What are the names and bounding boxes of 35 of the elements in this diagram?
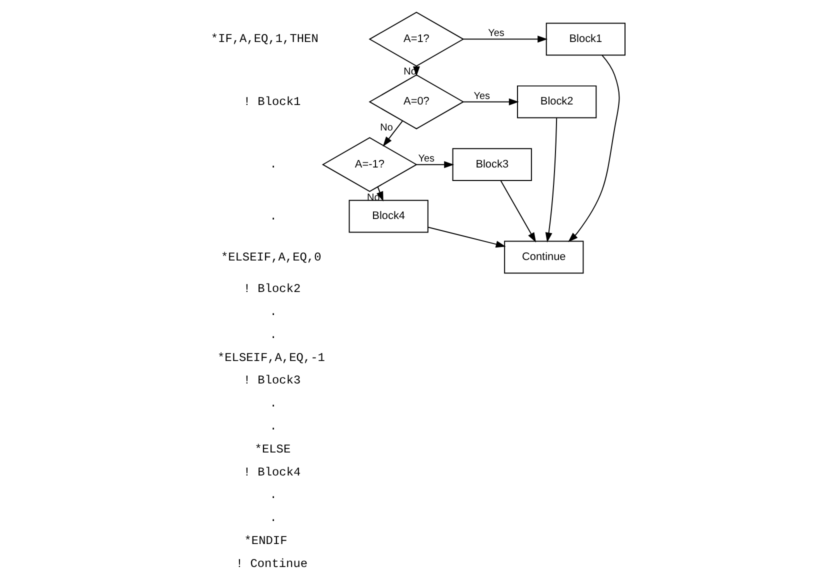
arrow: [568, 54, 620, 242]
label: .: [270, 396, 277, 411]
node-box: Block4: [348, 200, 428, 233]
node-box: Block3: [452, 148, 532, 181]
edge-label: Yes: [488, 28, 504, 40]
arrow: [428, 226, 506, 248]
label: ! Block1: [243, 94, 301, 109]
label: .: [270, 209, 277, 224]
label: ! Block2: [243, 282, 301, 296]
label: .: [270, 304, 277, 319]
label: ! Continue: [236, 556, 308, 571]
arrow: [376, 186, 384, 202]
label: ! Block4: [243, 465, 301, 480]
label: ! Block3: [243, 374, 301, 388]
label: .: [270, 328, 277, 342]
label: .: [270, 158, 277, 172]
arrow: [462, 36, 548, 43]
node-box: Block1: [546, 22, 626, 56]
arrow: [416, 161, 454, 168]
node-box: Block2: [517, 85, 597, 118]
edge-label: Yes: [418, 154, 434, 165]
arrow: [500, 180, 536, 242]
arrow: [462, 98, 519, 106]
label: *ENDIF: [244, 534, 288, 548]
label: *IF,A,EQ,1,THEN: [210, 32, 318, 46]
arrow: [545, 118, 558, 243]
label: .: [270, 419, 277, 434]
label: *ELSE: [254, 442, 291, 456]
edge-label: Yes: [474, 90, 490, 102]
label: *ELSEIF,A,EQ,0: [220, 250, 322, 264]
node-box: Continue: [504, 240, 584, 274]
arrow: [382, 120, 403, 147]
label: .: [270, 488, 277, 502]
label: *ELSEIF,A,EQ,-1: [217, 350, 325, 365]
label: .: [270, 511, 277, 526]
